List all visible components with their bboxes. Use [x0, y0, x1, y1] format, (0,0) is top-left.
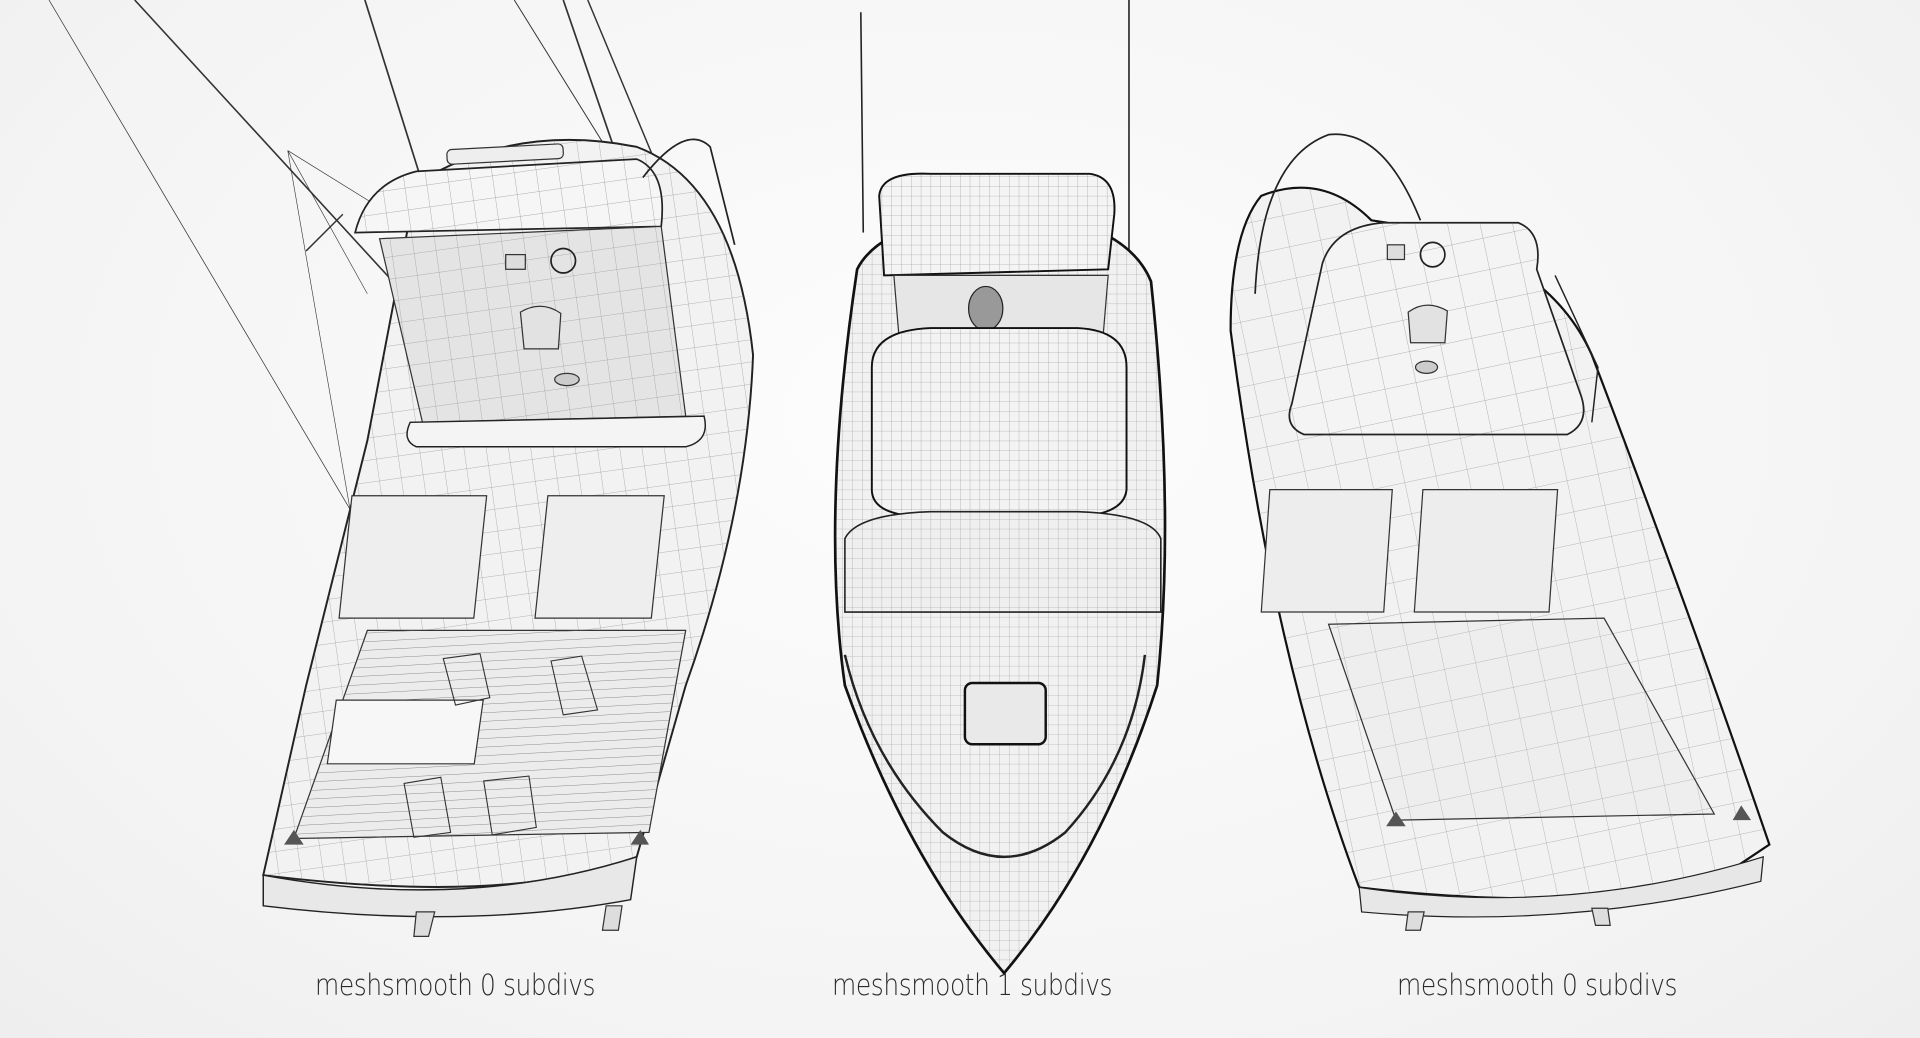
caption-left-model: meshsmooth 0 subdivs — [315, 968, 596, 1002]
caption-center-model: meshsmooth 1 subdivs — [832, 968, 1113, 1002]
caption-right-model: meshsmooth 0 subdivs — [1397, 968, 1678, 1002]
